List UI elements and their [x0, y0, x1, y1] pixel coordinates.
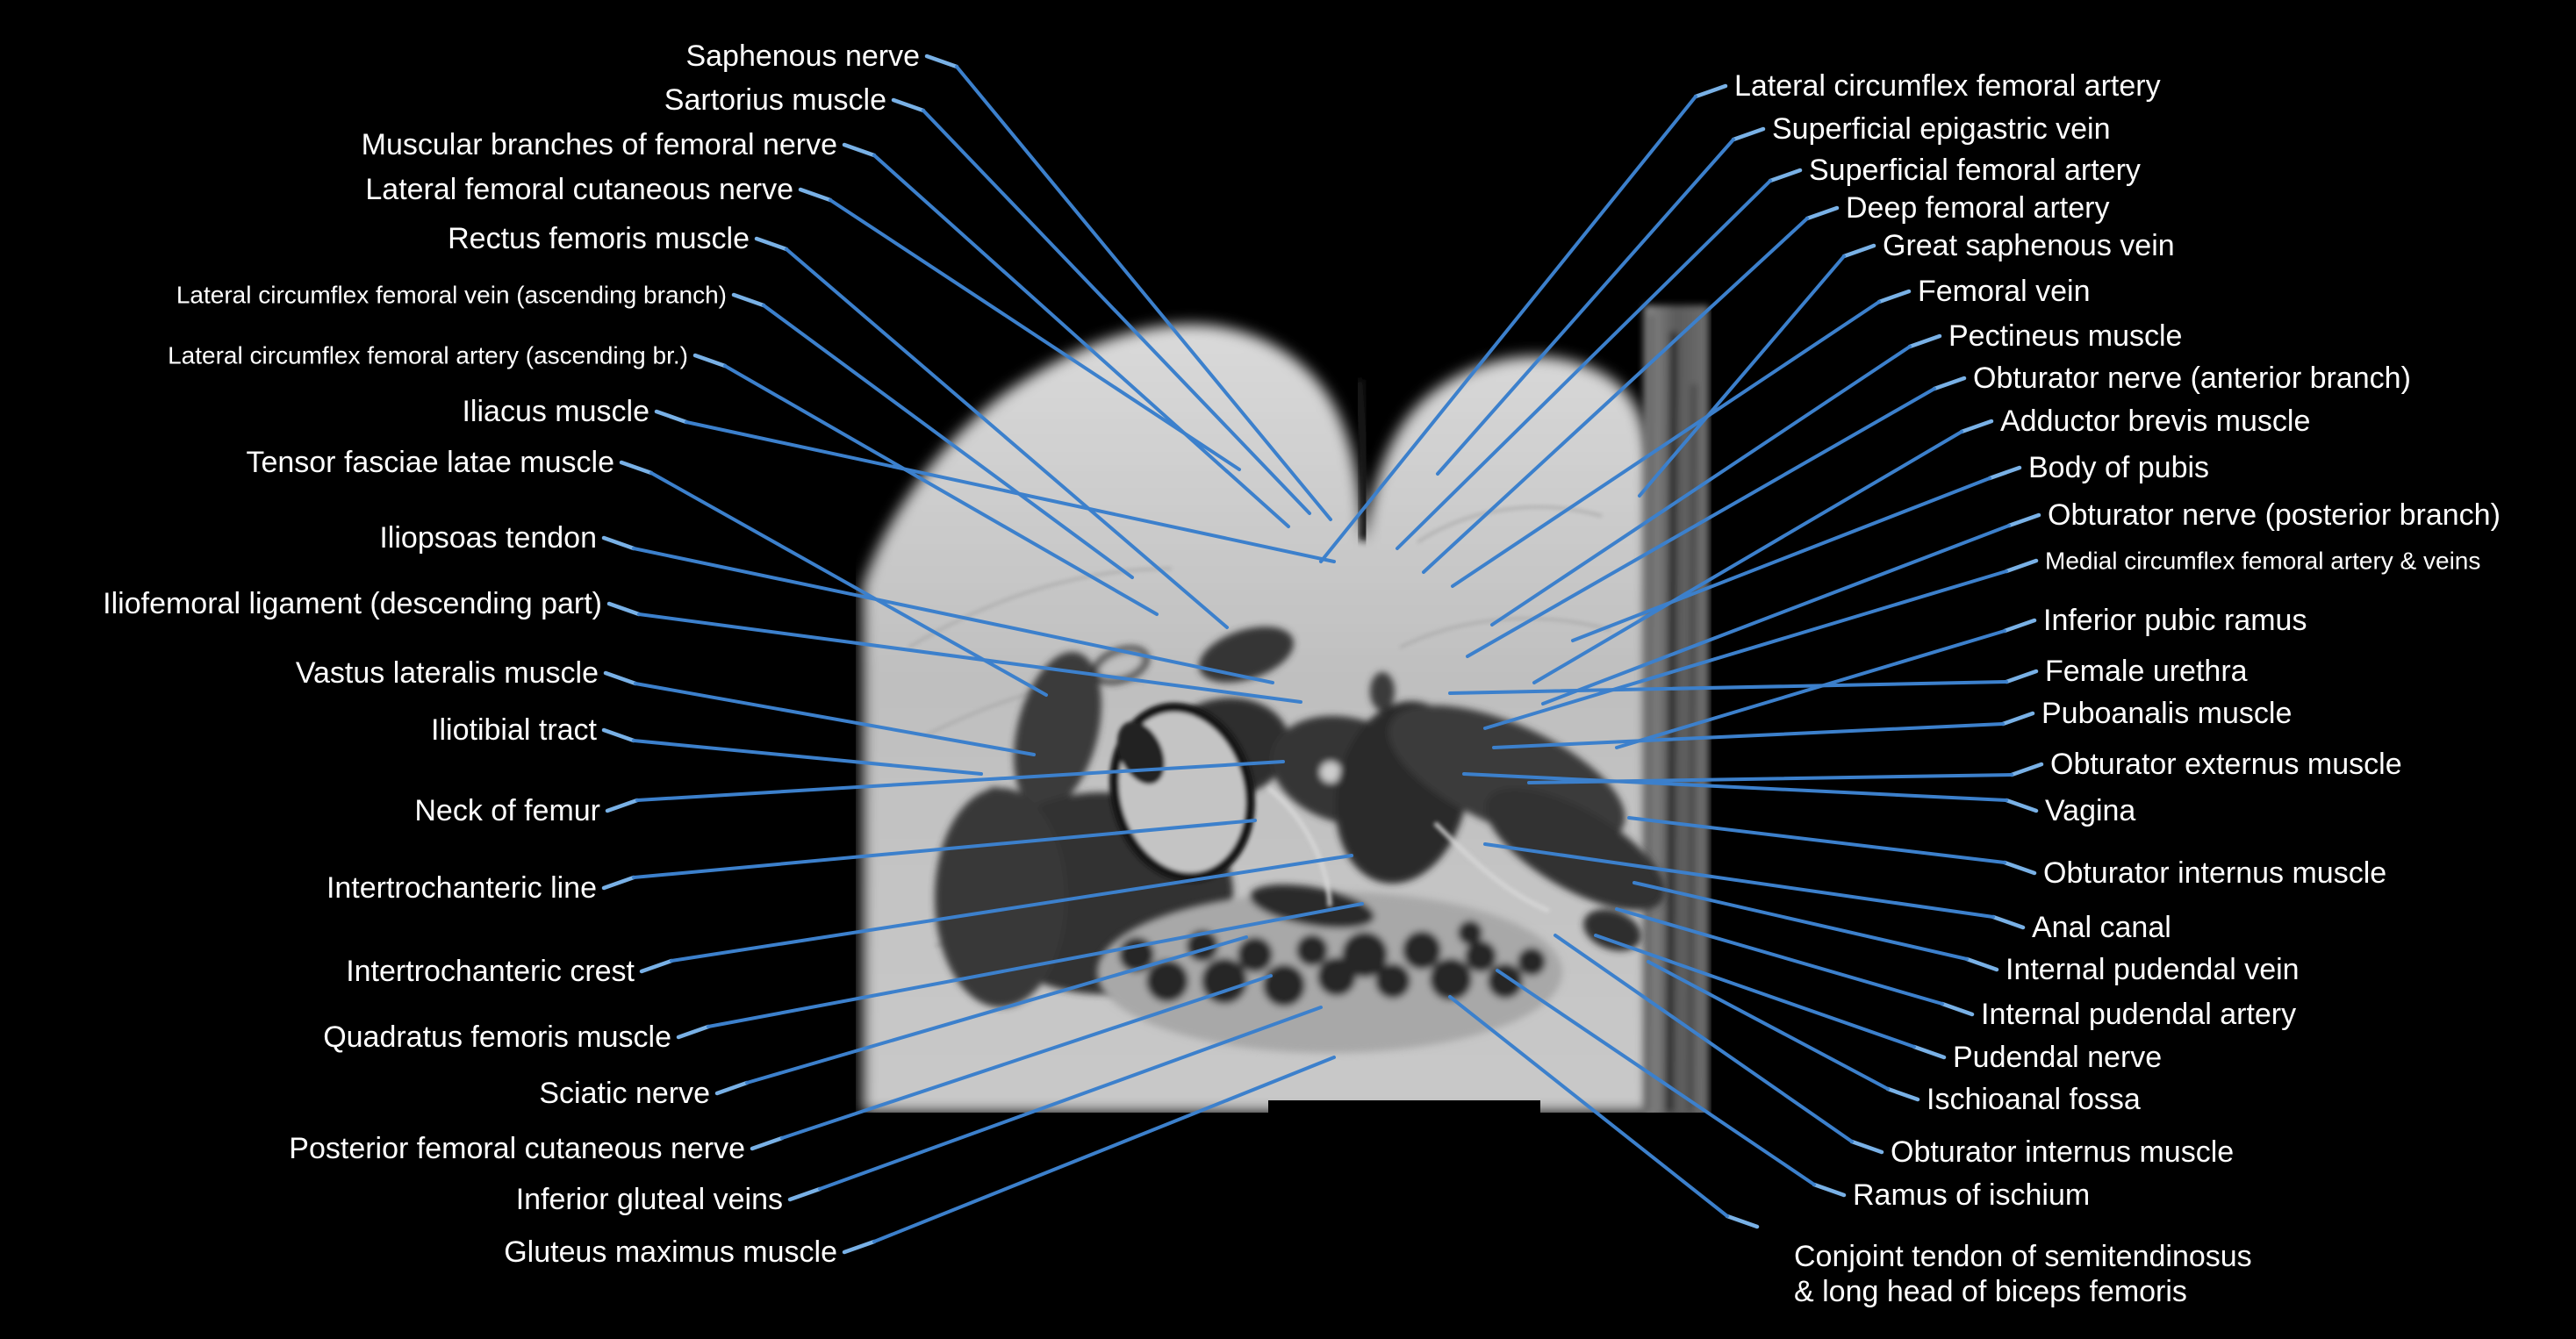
label-posterior-femoral-cutaneous-nerve: Posterior femoral cutaneous nerve	[289, 1131, 745, 1165]
label-great-saphenous-vein: Great saphenous vein	[1883, 228, 2175, 262]
label-obturator-internus-muscle: Obturator internus muscle	[2043, 856, 2387, 890]
label-female-urethra: Female urethra	[2045, 654, 2248, 688]
label-inferior-pubic-ramus: Inferior pubic ramus	[2043, 603, 2307, 637]
label-obturator-externus-muscle: Obturator externus muscle	[2050, 747, 2402, 781]
label-inferior-gluteal-veins: Inferior gluteal veins	[515, 1182, 783, 1216]
label-femoral-vein: Femoral vein	[1918, 274, 2091, 308]
label-adductor-brevis-muscle: Adductor brevis muscle	[2000, 404, 2311, 438]
label-internal-pudendal-artery: Internal pudendal artery	[1981, 997, 2297, 1031]
label-ramus-of-ischium: Ramus of ischium	[1853, 1178, 2091, 1212]
label-lateral-femoral-cutaneous-nerve: Lateral femoral cutaneous nerve	[365, 172, 793, 206]
label-conjoint-tendon-of-semitendinosus-long-h: Conjoint tendon of semitendinosus & long…	[1794, 1239, 2252, 1308]
label-pectineus-muscle: Pectineus muscle	[1948, 319, 2183, 353]
label-vagina: Vagina	[2045, 793, 2136, 827]
label-iliopsoas-tendon: Iliopsoas tendon	[379, 520, 597, 555]
label-superficial-femoral-artery: Superficial femoral artery	[1809, 153, 2141, 187]
label-lateral-circumflex-femoral-vein-ascendin: Lateral circumflex femoral vein (ascendi…	[176, 281, 727, 309]
label-superficial-epigastric-vein: Superficial epigastric vein	[1772, 111, 2111, 146]
label-tensor-fasciae-latae-muscle: Tensor fasciae latae muscle	[246, 445, 614, 479]
label-medial-circumflex-femoral-artery-veins: Medial circumflex femoral artery & veins	[2045, 547, 2481, 575]
label-neck-of-femur: Neck of femur	[414, 793, 600, 827]
label-iliotibial-tract: Iliotibial tract	[431, 712, 597, 747]
label-vastus-lateralis-muscle: Vastus lateralis muscle	[295, 655, 599, 690]
label-sciatic-nerve: Sciatic nerve	[539, 1076, 710, 1110]
label-obturator-nerve-anterior-branch: Obturator nerve (anterior branch)	[1973, 361, 2411, 395]
label-puboanalis-muscle: Puboanalis muscle	[2041, 696, 2293, 730]
label-anal-canal: Anal canal	[2032, 910, 2171, 944]
label-pudendal-nerve: Pudendal nerve	[1953, 1040, 2163, 1074]
label-intertrochanteric-line: Intertrochanteric line	[326, 870, 597, 905]
label-muscular-branches-of-femoral-nerve: Muscular branches of femoral nerve	[361, 127, 837, 161]
label-iliofemoral-ligament-descending-part: Iliofemoral ligament (descending part)	[103, 586, 602, 620]
label-quadratus-femoris-muscle: Quadratus femoris muscle	[323, 1020, 671, 1054]
label-gluteus-maximus-muscle: Gluteus maximus muscle	[504, 1235, 837, 1269]
label-saphenous-nerve: Saphenous nerve	[685, 39, 920, 73]
label-intertrochanteric-crest: Intertrochanteric crest	[346, 954, 635, 988]
label-lateral-circumflex-femoral-artery: Lateral circumflex femoral artery	[1734, 68, 2161, 103]
label-iliacus-muscle: Iliacus muscle	[462, 394, 649, 428]
label-sartorius-muscle: Sartorius muscle	[664, 82, 886, 117]
label-obturator-nerve-posterior-branch: Obturator nerve (posterior branch)	[2048, 498, 2501, 532]
label-obturator-internus-muscle: Obturator internus muscle	[1891, 1135, 2235, 1169]
label-rectus-femoris-muscle: Rectus femoris muscle	[448, 221, 750, 255]
label-body-of-pubis: Body of pubis	[2028, 450, 2210, 484]
label-internal-pudendal-vein: Internal pudendal vein	[2006, 952, 2300, 986]
label-ischioanal-fossa: Ischioanal fossa	[1927, 1082, 2141, 1116]
label-deep-femoral-artery: Deep femoral artery	[1846, 190, 2110, 225]
label-lateral-circumflex-femoral-artery-ascend: Lateral circumflex femoral artery (ascen…	[168, 341, 688, 369]
